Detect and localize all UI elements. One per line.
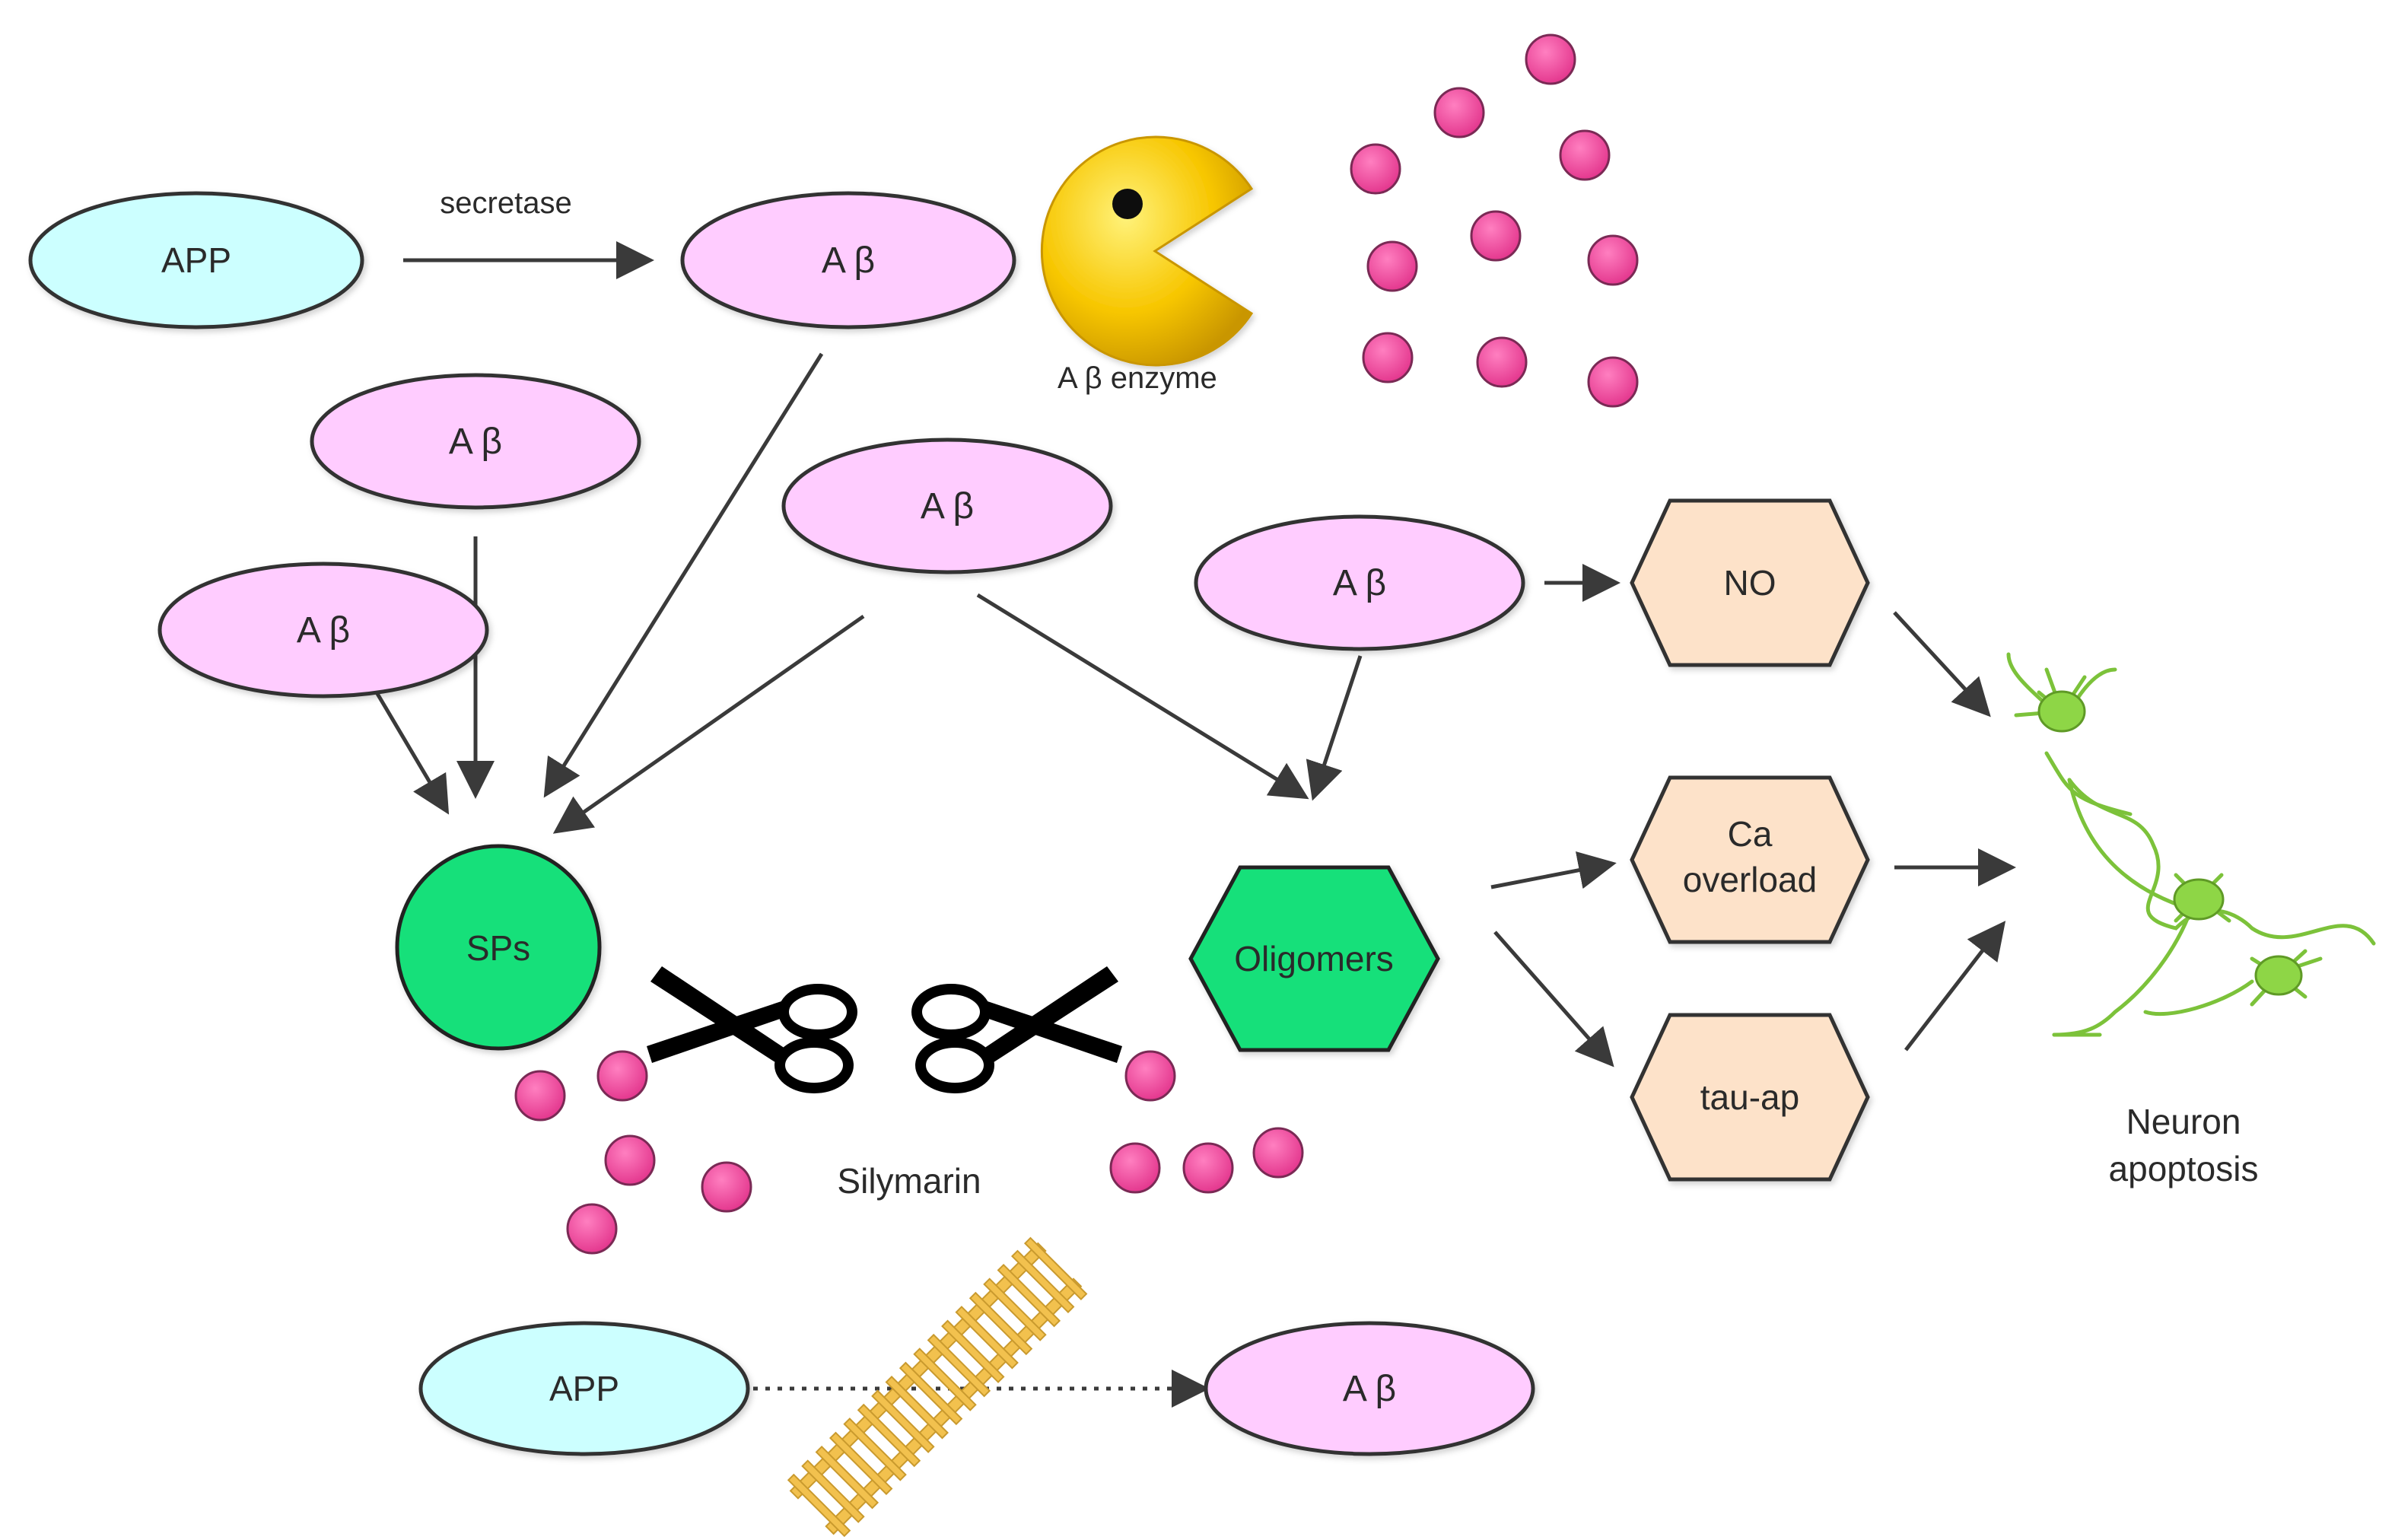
arrow-ab-center-to-oligomers xyxy=(976,593,1309,800)
node-ab-right: A β xyxy=(1194,514,1525,651)
amyloid-dot xyxy=(1587,234,1639,286)
edges xyxy=(374,241,2016,1408)
node-ab-center: A β xyxy=(781,438,1113,574)
no-label: NO xyxy=(1724,563,1776,603)
node-ab-top: A β xyxy=(680,191,1016,329)
amyloid-dot xyxy=(566,1203,618,1255)
neuron-soma xyxy=(2037,690,2086,733)
ab-label: A β xyxy=(1343,1369,1396,1409)
app-label: APP xyxy=(549,1369,619,1408)
amyloid-dot xyxy=(1525,33,1576,85)
ladder-membrane-icon xyxy=(787,1236,1088,1538)
node-sps: SPs xyxy=(395,844,602,1051)
arrow-no-to-neuron xyxy=(1893,611,1991,718)
node-ca-overload: Ca overload xyxy=(1630,775,1870,944)
arrow-tau-to-neuron xyxy=(1904,921,2006,1052)
secretase-label-box: secretase xyxy=(392,122,620,236)
ca-label-line1: Ca xyxy=(1728,814,1773,854)
tau-label: tau-ap xyxy=(1700,1077,1799,1117)
ab-label: A β xyxy=(822,240,875,281)
node-no: NO xyxy=(1630,498,1870,667)
scissors-icon xyxy=(647,966,857,1093)
node-oligomers: Oligomers xyxy=(1188,865,1440,1052)
arrow-oligomers-to-tau xyxy=(1493,931,1614,1068)
ab-label: A β xyxy=(1333,563,1386,603)
app-label: APP xyxy=(161,240,231,280)
oligomers-label: Oligomers xyxy=(1234,939,1394,978)
amyloid-dots-top-cluster xyxy=(1350,33,1639,408)
amyloid-dot xyxy=(1559,129,1611,181)
scissors-icon xyxy=(911,966,1122,1093)
neuron-soma xyxy=(2173,878,2225,921)
node-app-bottom: APP xyxy=(418,1321,750,1456)
neuron-apoptosis-label-box: Neuron apoptosis xyxy=(2066,1065,2301,1229)
ca-label-line2: overload xyxy=(1683,860,1817,899)
amyloid-dot xyxy=(514,1070,566,1122)
silymarin-label: Silymarin xyxy=(837,1161,981,1201)
neuron-label-line1: Neuron xyxy=(2126,1102,2241,1141)
amyloid-dot xyxy=(1109,1142,1161,1194)
neuron-label-line2: apoptosis xyxy=(2109,1149,2259,1188)
amyloid-dot xyxy=(1433,87,1485,138)
node-ab-bottom: A β xyxy=(1204,1321,1535,1456)
amyloid-dot xyxy=(604,1134,656,1186)
amyloid-dot xyxy=(701,1161,752,1213)
sps-label: SPs xyxy=(466,928,530,968)
pacman-enzyme-icon xyxy=(1040,135,1254,367)
arrow-ab-right-to-oligomers xyxy=(1306,655,1363,801)
secretase-label: secretase xyxy=(440,186,571,220)
amyloid-dot xyxy=(1182,1142,1234,1194)
node-ab-left-upper: A β xyxy=(310,373,641,510)
node-ab-left-lower: A β xyxy=(157,562,489,698)
ab-label: A β xyxy=(921,486,974,527)
node-app-top: APP xyxy=(28,191,364,329)
neuron-soma xyxy=(2254,955,2303,996)
arrow-ab-left-lower-to-sps xyxy=(374,691,450,815)
amyloid-dot xyxy=(1470,210,1522,262)
node-tau-ap: tau-ap xyxy=(1630,1013,1870,1182)
amyloid-dot xyxy=(1476,336,1528,388)
amyloid-dot xyxy=(1350,143,1401,195)
amyloid-dot xyxy=(1252,1127,1304,1179)
amyloid-dot xyxy=(1362,332,1414,383)
ab-enzyme-label: A β enzyme xyxy=(1058,361,1217,395)
arrow-oligomers-to-ca xyxy=(1490,851,1617,889)
neuron-cell-bodies xyxy=(2037,690,2303,996)
arrow-ab-center-to-sps xyxy=(552,614,865,834)
amyloid-dot xyxy=(1587,356,1639,408)
amyloid-dot xyxy=(1366,240,1418,292)
amyloid-dots-right-cluster xyxy=(1109,1050,1304,1194)
amyloid-dots-left-cluster xyxy=(514,1050,752,1255)
silymarin-label-box: Silymarin xyxy=(791,1107,1027,1259)
amyloid-dot xyxy=(1124,1050,1176,1102)
amyloid-dot xyxy=(596,1050,648,1102)
ab-label: A β xyxy=(297,610,350,651)
ab-label: A β xyxy=(449,422,502,462)
arrow-ab-top-to-sps xyxy=(543,352,824,798)
